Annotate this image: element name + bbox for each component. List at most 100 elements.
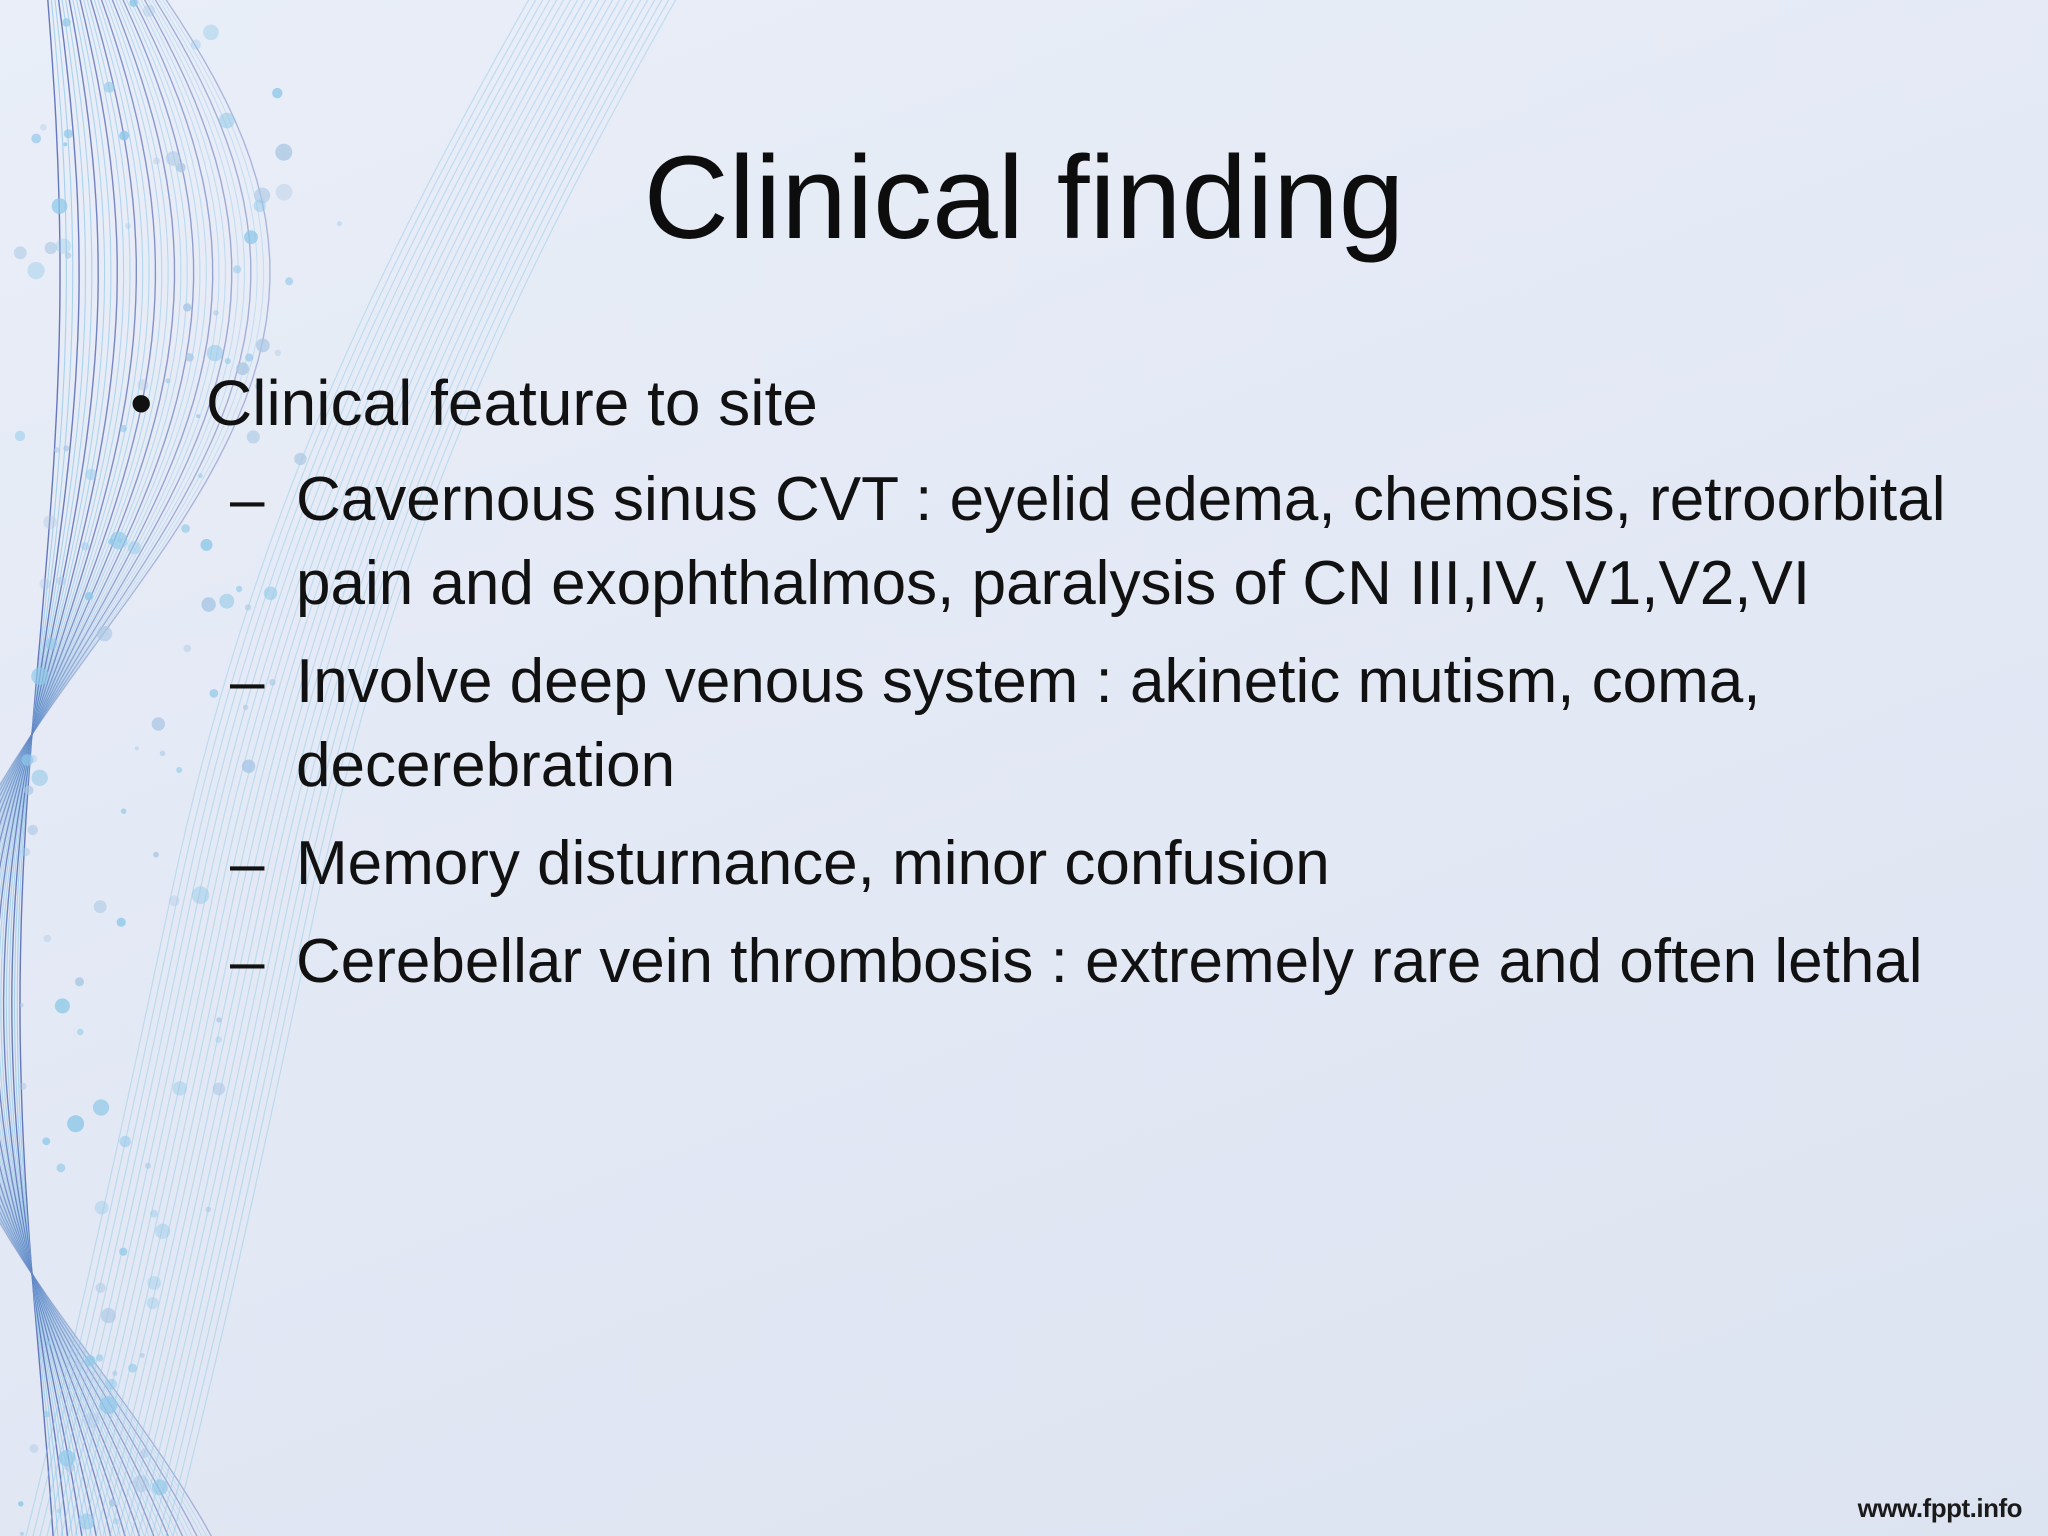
decor-dot <box>100 1308 116 1324</box>
decor-dot <box>44 637 58 650</box>
decor-dot <box>92 1099 110 1116</box>
decor-dot <box>53 447 60 453</box>
decor-dot <box>212 1082 226 1096</box>
decor-dot <box>213 310 219 316</box>
wave-line <box>74 0 579 1536</box>
decor-dot <box>24 785 34 795</box>
decor-dot <box>78 1513 95 1530</box>
wave-line <box>144 0 649 1536</box>
decor-dot <box>74 1360 82 1369</box>
slide-content: • Clinical feature to site – Cavernous s… <box>130 362 1980 1018</box>
decor-dot <box>146 1297 159 1310</box>
decor-dot <box>119 1135 131 1148</box>
dash-marker: – <box>230 647 265 716</box>
decor-dot <box>18 1501 24 1507</box>
decor-dot <box>84 1412 101 1429</box>
decor-dot <box>219 112 235 129</box>
decor-dot <box>93 900 107 914</box>
wave-line <box>67 0 572 1536</box>
decor-dot <box>116 917 126 927</box>
decor-dot <box>128 1363 138 1373</box>
wave-line <box>46 0 551 1536</box>
sub-bullet-text: Memory disturnance, minor confusion <box>296 829 1330 898</box>
decor-dot <box>254 187 271 204</box>
decor-dot <box>198 473 203 479</box>
sub-bullet-item: – Cerebellar vein thrombosis : extremely… <box>130 920 1980 1004</box>
wave-line <box>53 0 558 1536</box>
decor-dot <box>139 1353 145 1358</box>
sub-bullet-text: Cerebellar vein thrombosis : extremely r… <box>296 927 1923 996</box>
decor-dot <box>31 769 48 786</box>
wave-line <box>0 0 207 1536</box>
wave-line <box>158 0 663 1536</box>
decor-dot <box>285 277 294 286</box>
bullet-item: • Clinical feature to site <box>130 362 1980 444</box>
dash-marker: – <box>230 465 265 534</box>
decor-dot <box>81 542 90 551</box>
wave-line <box>0 0 265 1536</box>
decor-dot <box>216 1017 222 1023</box>
decor-dot <box>31 667 49 685</box>
wave-line <box>95 0 600 1536</box>
decor-dot <box>14 430 26 442</box>
decor-dot <box>246 430 260 444</box>
wave-line <box>32 0 537 1536</box>
decor-dot <box>165 378 171 384</box>
decor-dot <box>43 515 57 529</box>
decor-dot <box>109 531 128 550</box>
decor-dot <box>54 998 70 1014</box>
decor-dot <box>244 604 252 611</box>
decor-dot <box>294 452 307 466</box>
decor-dot <box>134 746 139 751</box>
decor-dot <box>203 24 219 41</box>
dash-marker: – <box>230 927 265 996</box>
decor-dot <box>153 851 159 858</box>
dash-marker: – <box>230 829 265 898</box>
decor-dot <box>151 1479 168 1496</box>
decor-dot <box>153 157 161 165</box>
decor-dot <box>241 759 256 773</box>
wave-line <box>151 0 656 1536</box>
decor-dot <box>201 597 216 612</box>
decor-dot <box>21 754 34 766</box>
decor-dot <box>29 1444 39 1454</box>
decor-dot <box>209 689 219 698</box>
sub-bullet-item: – Cavernous sinus CVT : eyelid edema, ch… <box>130 458 1980 626</box>
decor-dot <box>236 585 243 593</box>
wave-line <box>25 0 530 1536</box>
decor-dot <box>185 353 194 362</box>
decor-dot <box>75 977 84 987</box>
decor-dot <box>233 265 242 274</box>
decor-dot <box>84 592 94 601</box>
decor-dot <box>137 379 149 391</box>
decor-dot <box>176 767 183 773</box>
decor-dot <box>172 1081 187 1096</box>
decor-dot <box>96 626 113 642</box>
decor-dot <box>63 129 73 139</box>
decor-dot <box>256 338 270 353</box>
decor-dot <box>191 886 210 904</box>
decor-dot <box>77 1028 84 1036</box>
decor-dot <box>84 1355 96 1367</box>
decor-dot <box>219 593 235 609</box>
decor-dot <box>119 425 127 433</box>
decor-dot <box>27 824 38 836</box>
decor-dot <box>63 142 68 147</box>
decor-dot <box>206 344 224 362</box>
decor-dot <box>224 358 231 365</box>
sub-bullet-list: – Cavernous sinus CVT : eyelid edema, ch… <box>130 458 1980 1004</box>
decor-dot <box>159 750 166 757</box>
decor-dot <box>42 1137 51 1146</box>
wave-line <box>0 0 214 1536</box>
wave-line <box>137 0 642 1536</box>
bullet-marker: • <box>130 367 153 439</box>
wave-line <box>130 0 635 1536</box>
wave-line <box>0 0 246 1536</box>
decor-dot <box>155 1223 171 1239</box>
decor-dot <box>19 1531 25 1536</box>
decor-dot <box>108 1499 117 1507</box>
decor-dot <box>196 414 201 419</box>
decor-dot <box>119 1247 128 1256</box>
decor-dot <box>183 644 192 653</box>
wave-line <box>0 0 188 1536</box>
